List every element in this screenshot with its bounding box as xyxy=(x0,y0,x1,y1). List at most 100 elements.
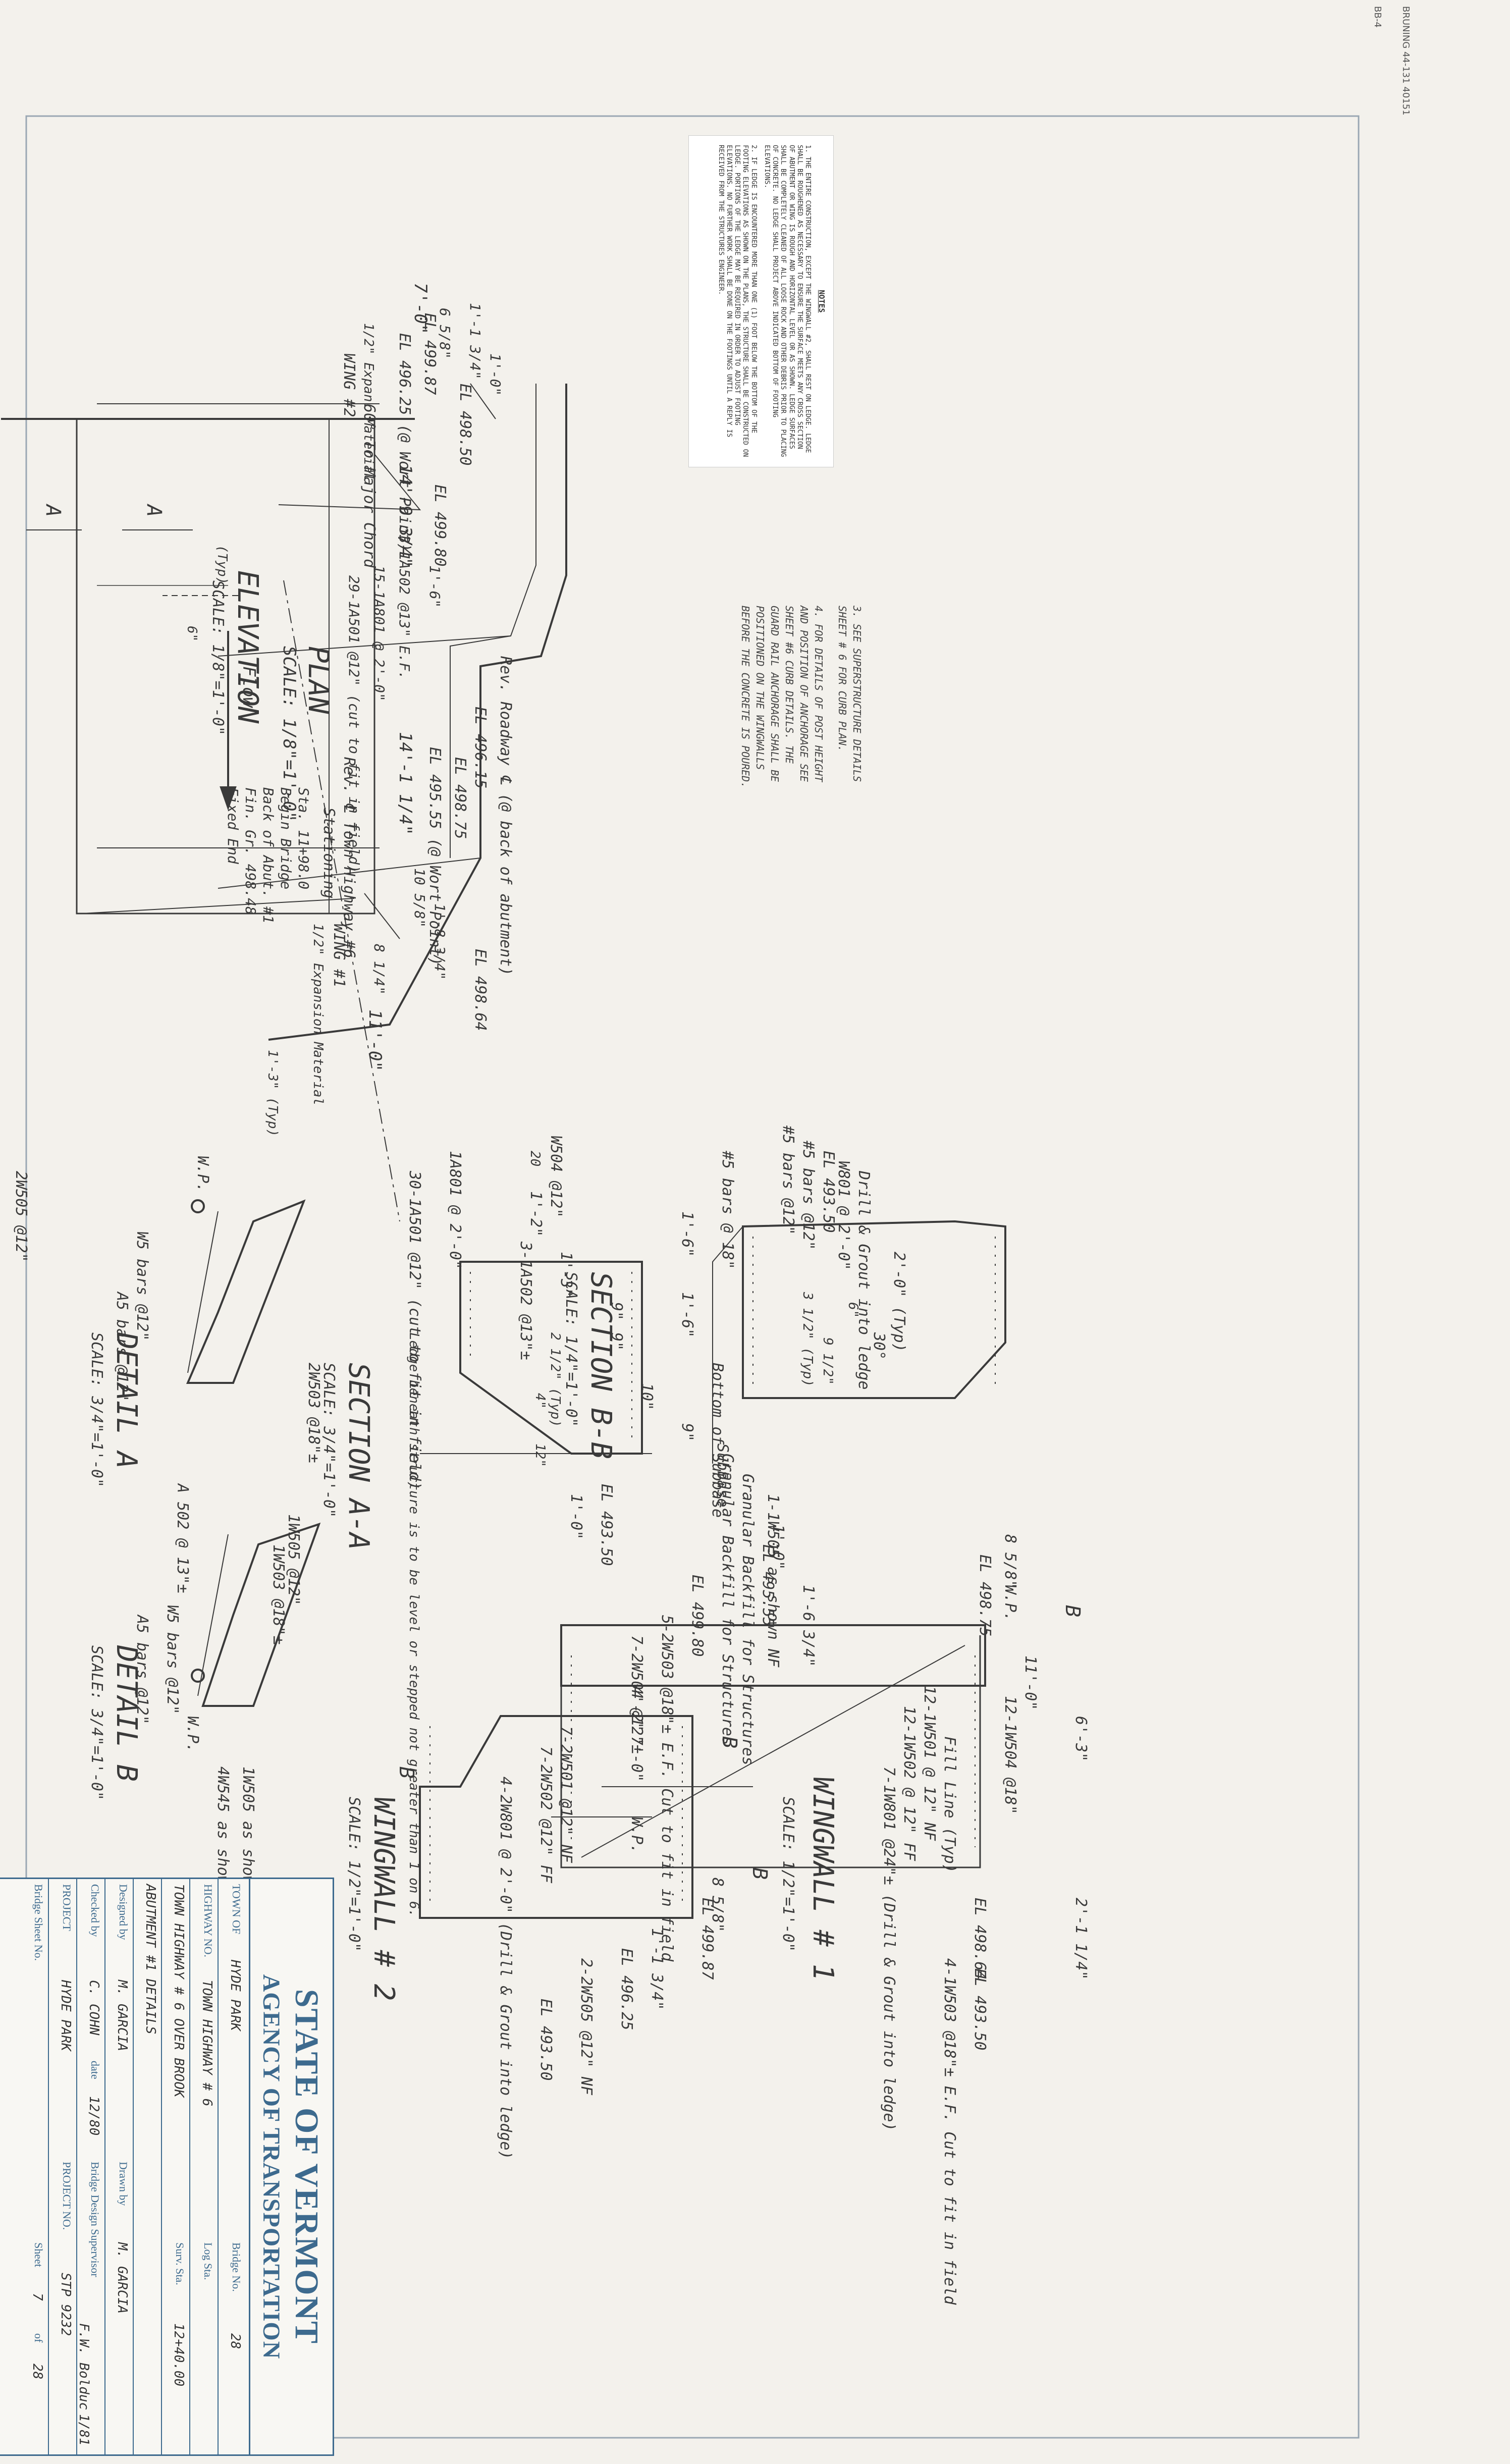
plan-dim: 7'-0" xyxy=(410,283,430,334)
elevation-wing2 xyxy=(278,454,421,511)
section-aa-rebar xyxy=(470,1272,632,1443)
section-aa-title: SECTION A-A xyxy=(342,1363,375,1550)
wingwall-2-title: WINGWALL # 2 xyxy=(367,1797,400,2001)
detail-a-scale: SCALE: 3/4"=1'-0" xyxy=(88,1332,105,1487)
elevation-scale: SCALE: 1/8"=1'-0" xyxy=(209,580,227,735)
wingwall-2-label: 8 5/8" xyxy=(709,1878,726,1932)
project-no-label: PROJECT NO. xyxy=(61,2162,73,2230)
wingwall-2-label: 7'-0" xyxy=(628,1736,645,1782)
project-value: HYDE PARK xyxy=(58,1980,73,2051)
wingwall-2-rebar xyxy=(429,1726,683,1908)
elevation-label: EL 499.80 xyxy=(431,485,449,567)
bridge-no-value: 28 xyxy=(228,2333,243,2349)
plan-label: 60° To Major Chord xyxy=(360,404,378,568)
section-aa-label: 9" xyxy=(608,1332,625,1351)
plan-dim: 1'-3" (Typ) xyxy=(265,1050,280,1137)
section-aa-label: 20 xyxy=(527,1151,543,1166)
elevation-label: 15-1A801 @ 2'-0" xyxy=(371,565,388,702)
detail-b-line xyxy=(197,1534,229,1696)
section-bb-label: 3 1/2" (Typ) xyxy=(800,1292,815,1387)
section-bb-label: W504 @12" xyxy=(547,1136,565,1218)
detail-b-title: DETAIL B xyxy=(110,1645,143,1782)
bridge-no-label: Bridge No. xyxy=(230,2242,243,2292)
section-aa-label: 12" xyxy=(532,1443,548,1467)
plan-label: Fin. Gr. 498.48 xyxy=(242,787,259,915)
supervisor-value: F.W. Bolduc xyxy=(76,2323,91,2411)
designed-value: M. GARCIA xyxy=(115,1980,130,2051)
plan-outline xyxy=(268,384,567,1041)
section-bb-label: 1'-2" xyxy=(527,1191,545,1237)
detail-b-label: 4W545 as shown xyxy=(214,1766,232,1894)
section-aa-label: 1A801 @ 2'-0" xyxy=(446,1151,464,1269)
sheet-label: Sheet xyxy=(32,2242,45,2267)
detail-b-label: 1W503 @18"± xyxy=(269,1544,287,1645)
wingwall-1-fillline xyxy=(581,1645,965,1858)
town-label: TOWN OF xyxy=(230,1884,243,1935)
section-bb-label: 9 1/2" xyxy=(820,1337,835,1385)
town-value: HYDE PARK xyxy=(228,1960,243,2031)
log-sta-label: Log Sta. xyxy=(202,2242,214,2280)
section-mark: B xyxy=(718,1736,741,1748)
section-bb-label: W801 @ 2'-0" xyxy=(835,1161,852,1270)
wingwall-2-outline xyxy=(419,1715,693,1919)
section-bb-rebar xyxy=(752,1237,996,1388)
plan-dim: 1'-1 3/4" xyxy=(467,303,483,380)
section-aa-label: 1'-3" xyxy=(557,1252,575,1297)
plan-scale: SCALE: 1/8"=1'-0" xyxy=(279,646,299,822)
of-label: of xyxy=(32,2333,45,2343)
detail-b-scale: SCALE: 3/4"=1'-0" xyxy=(88,1645,105,1800)
section-bb-label: 30° xyxy=(870,1332,888,1360)
plan-dim: 11'-0" xyxy=(365,1009,385,1072)
section-mark: A xyxy=(142,503,166,517)
highway-value: TOWN HIGHWAY # 6 xyxy=(199,1980,214,2107)
plan-label: Sta. 11+98.0 xyxy=(295,787,312,889)
section-bb-label: EL 493.50 xyxy=(820,1151,837,1233)
elevation-view xyxy=(1,418,421,915)
description-1: TOWN HIGHWAY # 6 OVER BROOK xyxy=(171,1884,186,2098)
state-name: STATE OF VERMONT xyxy=(288,1989,325,2345)
tb-sheet-row: Bridge Sheet No. Sheet 7 of 28 xyxy=(21,1879,49,2454)
detail-a-view xyxy=(186,1199,306,1384)
section-aa-label: 3-1A502 @13"± xyxy=(517,1241,534,1360)
section-aa-label: 30-1A501 @12" (cut to fit in field) xyxy=(406,1170,423,1490)
section-bb-label: 1'-0" xyxy=(769,1524,787,1570)
supervisor-label: Bridge Design Supervisor xyxy=(89,2162,101,2277)
wingwall-1-label: 11'-0" xyxy=(1021,1655,1039,1710)
tb-desc2-row: ABUTMENT #1 DETAILS xyxy=(133,1879,162,2454)
section-mark: B xyxy=(395,1766,418,1779)
date-label: date xyxy=(89,2061,101,2079)
section-aa-outline xyxy=(459,1261,643,1455)
plan-dim: 6" xyxy=(184,626,199,641)
wingwall-1-scale: SCALE: 1/2"=1'-0" xyxy=(779,1797,797,1952)
plan-dim: (Typ) xyxy=(214,545,230,584)
wingwall-2-label: W.P. xyxy=(628,1817,645,1853)
plan-view xyxy=(97,383,567,1222)
section-mark: A xyxy=(41,503,65,517)
wingwall-2-label: EL 496.25 xyxy=(618,1948,635,2030)
of-value: 28 xyxy=(30,2364,45,2380)
wingwall-2-label: 5-2W503 @18"± E.F. Cut to fit in field xyxy=(658,1615,676,1962)
plan-label: 1/2" Expan. Material xyxy=(361,323,376,481)
title-block: STATE OF VERMONT AGENCY OF TRANSPORTATIO… xyxy=(0,1878,334,2456)
detail-a-label: 2W503 @18"± xyxy=(305,1363,322,1463)
section-aa-view xyxy=(420,1261,652,1455)
plan-label: WING #2 xyxy=(340,353,358,417)
detail-a-title: DETAIL A xyxy=(110,1332,143,1469)
wingwall-1-label: EL 498.64 xyxy=(971,1898,989,1980)
surv-sta-label: Surv. Sta. xyxy=(174,2242,186,2285)
detail-b-wp xyxy=(191,1669,205,1683)
flow-arrowhead xyxy=(220,786,237,811)
wingwall-1-label: 7-1W801 @24"± (Drill & Grout into ledge) xyxy=(880,1766,898,2131)
plan-line-2 xyxy=(218,635,511,657)
detail-b-view xyxy=(191,1522,321,1707)
checked-value: C. COHN xyxy=(86,1980,101,2036)
section-bb-label: 9" xyxy=(678,1423,696,1441)
section-aa-label: 1'-0" xyxy=(567,1494,585,1539)
wingwall-2-label: 4'-2" xyxy=(628,1686,645,1731)
detail-b-label: A5 bars @12" xyxy=(133,1614,151,1725)
wing-2-line xyxy=(470,383,496,419)
date-value: 12/80 xyxy=(86,2096,101,2136)
wingwall-1-back xyxy=(560,1635,981,1868)
designed-label: Designed by xyxy=(117,1884,130,1940)
